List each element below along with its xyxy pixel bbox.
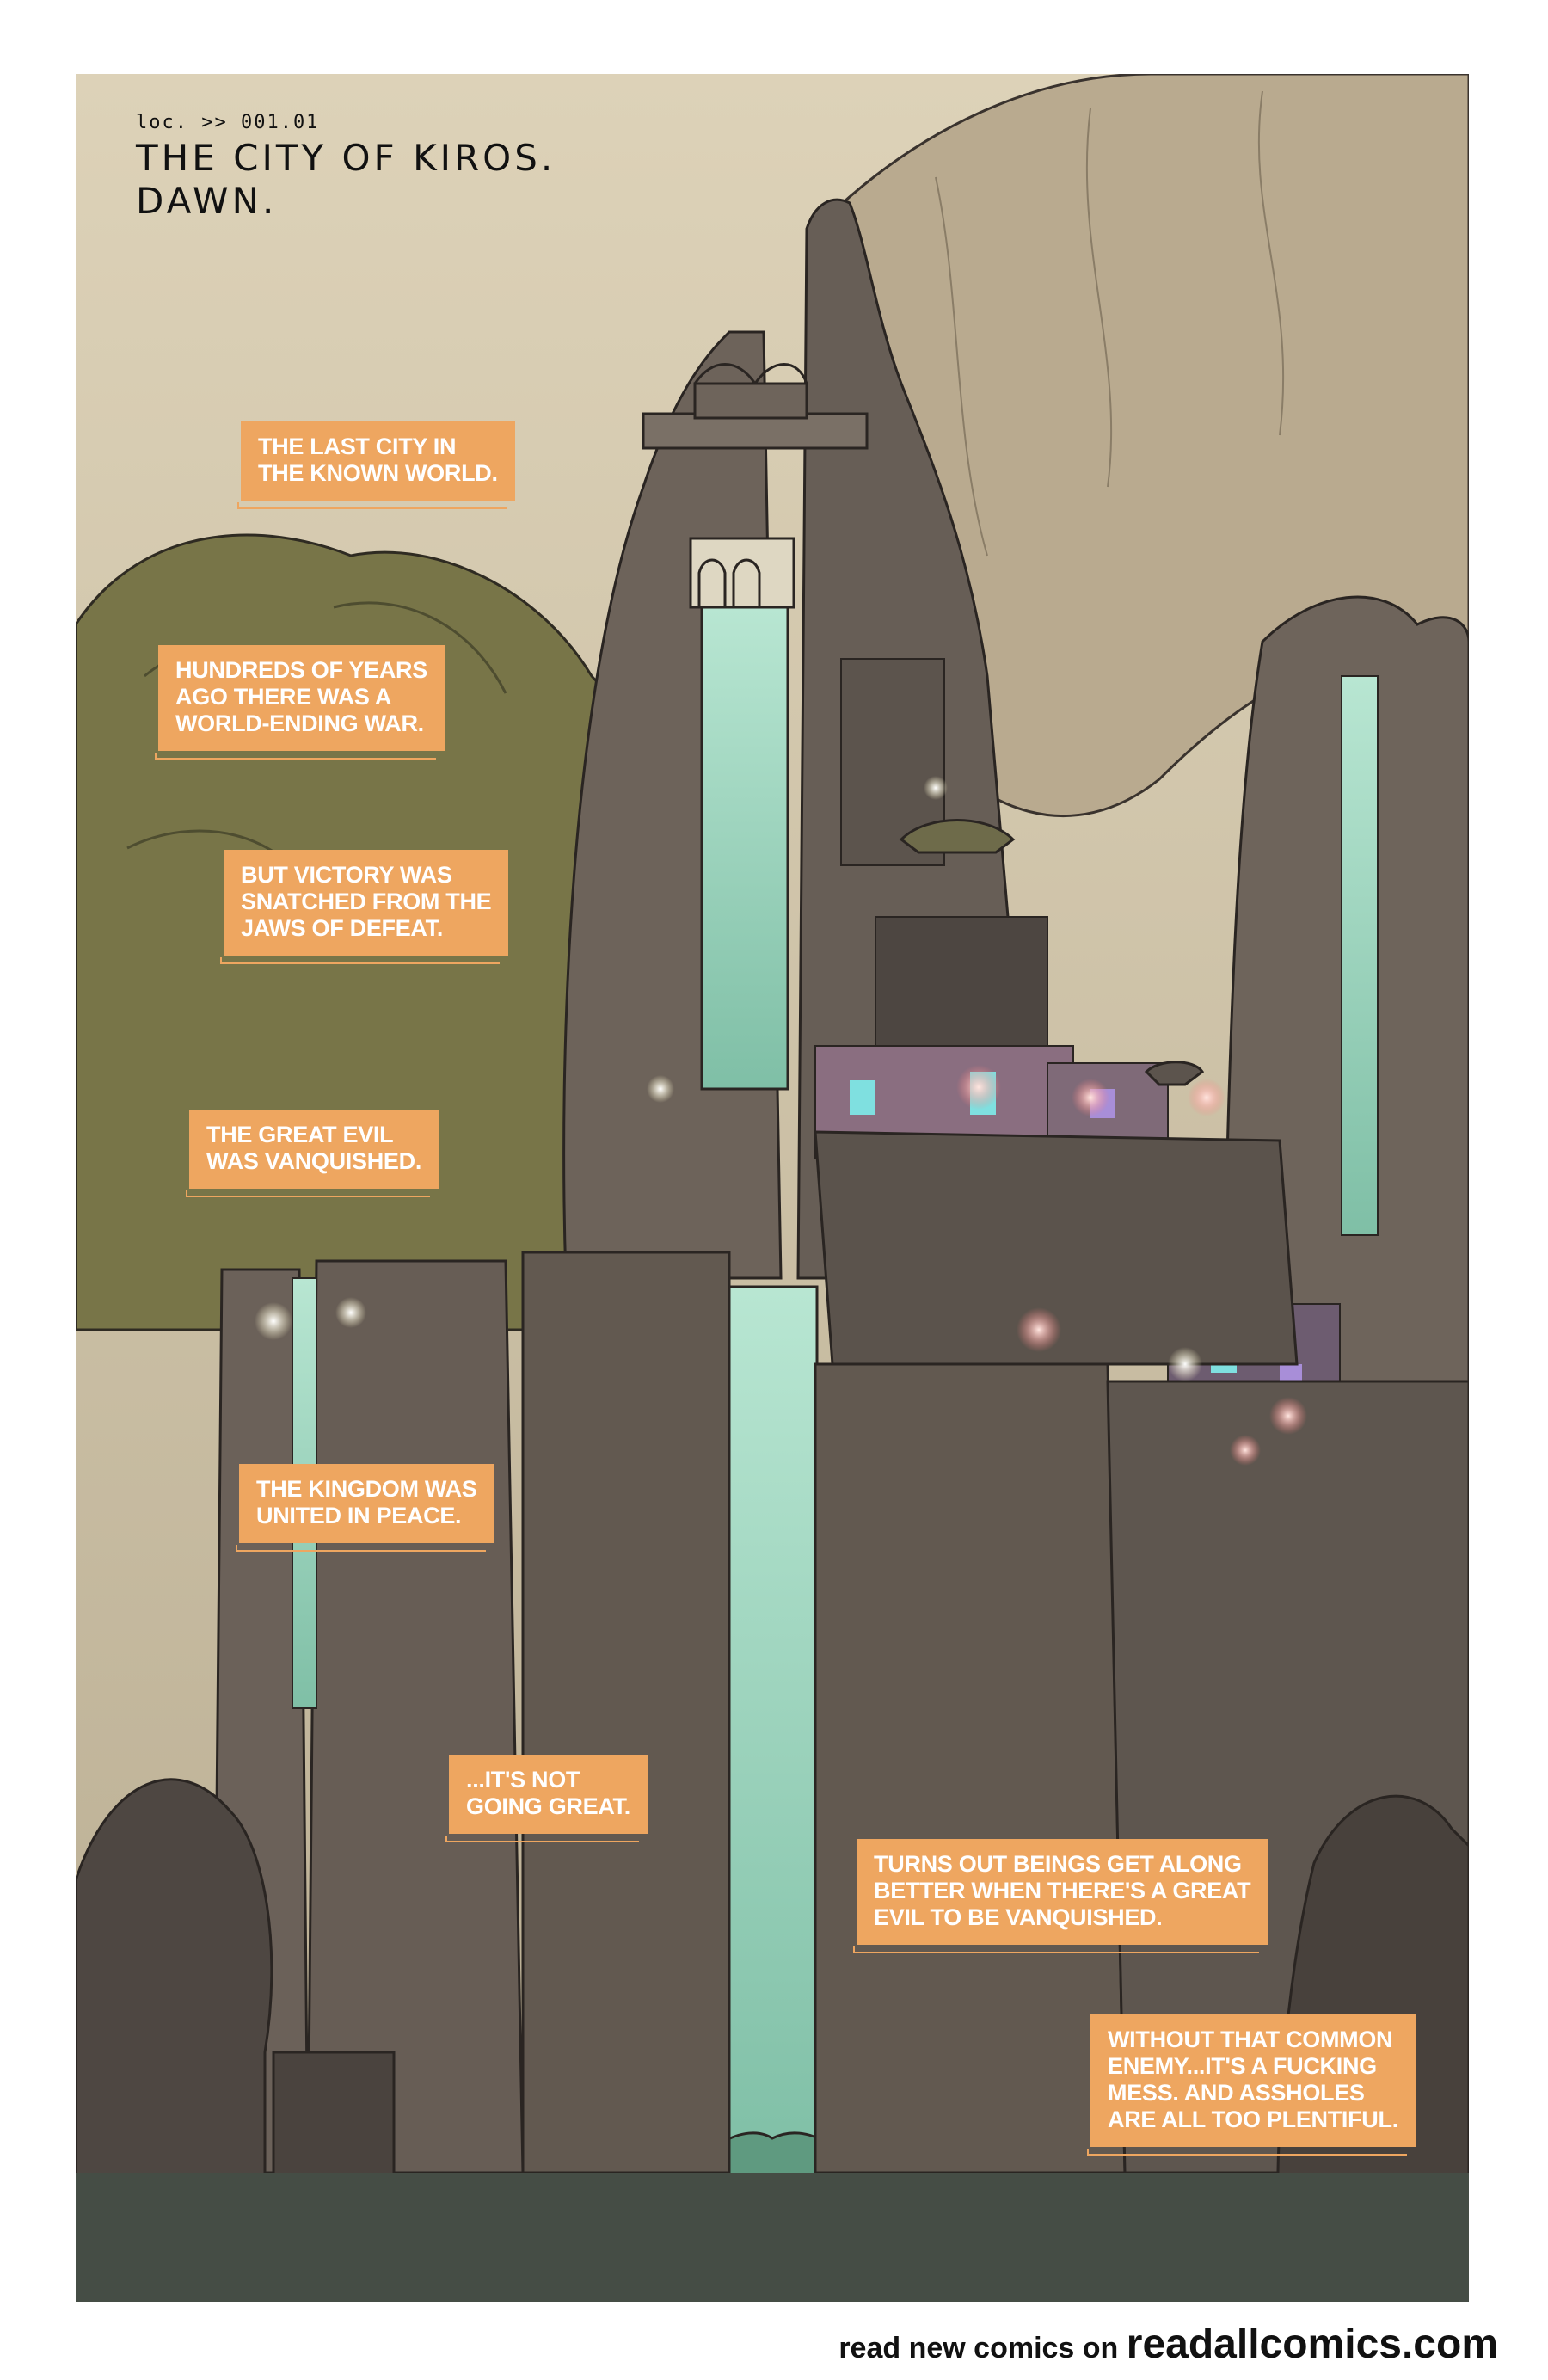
city-lights	[255, 776, 1307, 1466]
location-code: loc. >> 001.01	[136, 112, 320, 133]
foreground-rock-left	[76, 1778, 273, 2302]
bridge-house	[693, 382, 808, 420]
lower-waterfall	[721, 1285, 819, 2174]
caption-box: TURNS OUT BEINGS GET ALONG BETTER WHEN T…	[852, 1839, 1268, 1953]
mountain-ridges	[935, 90, 1285, 557]
location-header: loc. >> 001.01 THE CITY OF KIROS. DAWN.	[136, 112, 556, 223]
footer-watermark[interactable]: read new comics on readallcomics.com	[838, 2321, 1498, 2368]
front-cliff-c	[521, 1251, 731, 2174]
footer-lead-text: read new comics on	[838, 2332, 1127, 2365]
caption-box: HUNDREDS OF YEARS AGO THERE WAS A WORLD-…	[155, 645, 445, 760]
caption-box: THE GREAT EVIL WAS VANQUISHED.	[185, 1110, 439, 1197]
river	[76, 2173, 1469, 2302]
upper-waterfall	[700, 606, 789, 1091]
footer-site-link[interactable]: readallcomics.com	[1126, 2322, 1498, 2367]
caption-box: THE LAST CITY IN THE KNOWN WORLD.	[237, 421, 515, 509]
aqueduct	[689, 537, 796, 609]
right-waterfall	[1341, 675, 1379, 1236]
caption-box: THE KINGDOM WAS UNITED IN PEACE.	[236, 1464, 494, 1552]
top-bridge	[642, 412, 869, 450]
caption-box: ...IT'S NOT GOING GREAT.	[445, 1755, 648, 1842]
caption-box: BUT VICTORY WAS SNATCHED FROM THE JAWS O…	[219, 850, 509, 964]
comic-panel: loc. >> 001.01 THE CITY OF KIROS. DAWN. …	[76, 74, 1469, 2302]
floating-island-2	[1144, 1061, 1205, 1086]
location-title: THE CITY OF KIROS. DAWN.	[136, 137, 556, 222]
aqueduct-arches	[697, 558, 761, 607]
front-cliff-b	[306, 1259, 525, 2174]
middle-wall	[814, 1130, 1299, 1366]
floating-island-1	[899, 819, 1016, 854]
front-cliff-d	[814, 1362, 1127, 2174]
bridge-domes	[693, 363, 808, 384]
caption-box: WITHOUT THAT COMMON ENEMY...IT'S A FUCKI…	[1087, 2014, 1416, 2156]
